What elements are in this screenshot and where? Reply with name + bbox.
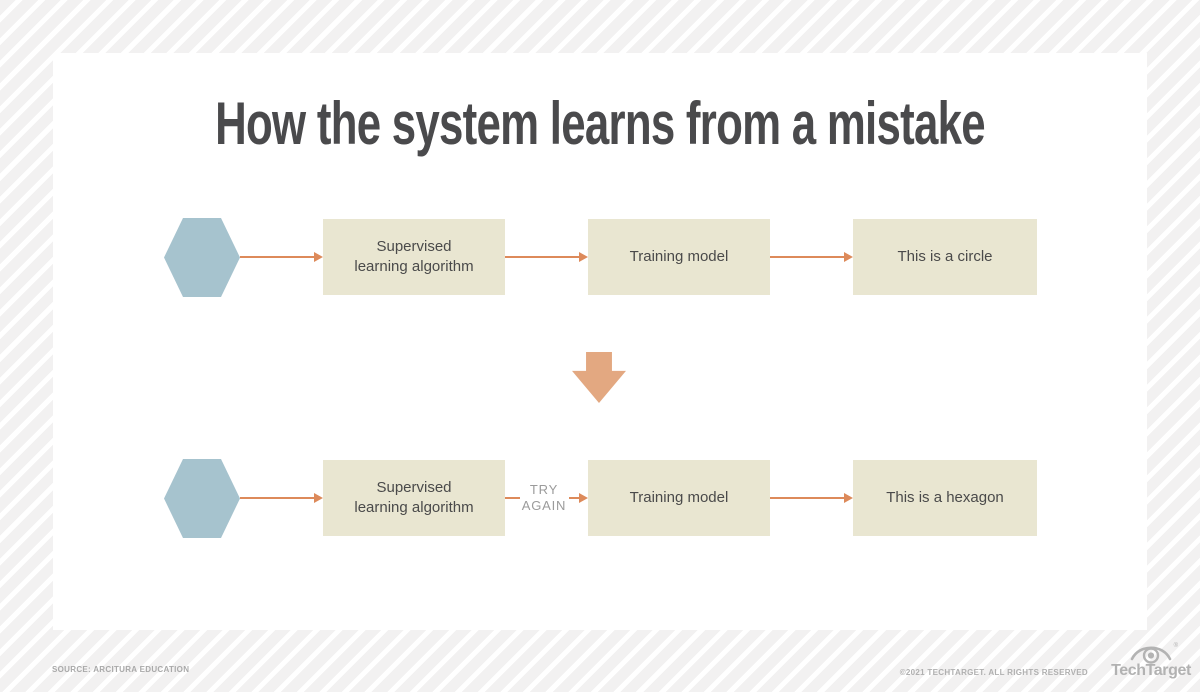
box-label-line: learning algorithm xyxy=(354,258,474,275)
flow-arrow xyxy=(240,256,314,258)
flow-arrow xyxy=(770,256,844,258)
retry-label-line: TRY xyxy=(529,482,559,497)
page-title: How the system learns from a mistake xyxy=(215,90,985,157)
flow-arrow xyxy=(505,256,579,258)
box-label-line: learning algorithm xyxy=(354,499,474,516)
box-label-line: Training model xyxy=(629,248,729,265)
source-credit: SOURCE: ARCITURA EDUCATION xyxy=(52,665,190,674)
hexagon-input-icon xyxy=(164,218,240,297)
box-label-line: This is a circle xyxy=(897,248,993,265)
flow-arrow xyxy=(770,497,844,499)
box-result-circle: This is a circle xyxy=(853,219,1037,295)
box-training-model-2: Training model xyxy=(588,460,770,536)
box-label-line: Training model xyxy=(629,489,729,506)
retry-label: TRY AGAIN xyxy=(513,482,575,514)
box-label-line: Supervised xyxy=(376,238,452,255)
box-label-line: Supervised xyxy=(376,479,452,496)
techtarget-logo: ® TechTarget xyxy=(1108,641,1194,679)
flow-arrow xyxy=(240,497,314,499)
flow-line xyxy=(505,497,520,499)
eye-icon xyxy=(1130,646,1172,664)
registered-mark: ® xyxy=(1173,643,1178,649)
hexagon-input-icon xyxy=(164,459,240,538)
box-result-hexagon: This is a hexagon xyxy=(853,460,1037,536)
box-training-model-1: Training model xyxy=(588,219,770,295)
brand-name: TechTarget xyxy=(1111,662,1191,679)
box-supervised-learning-2: Supervised learning algorithm xyxy=(323,460,505,536)
retry-label-line: AGAIN xyxy=(521,498,567,513)
flow-arrow xyxy=(569,497,579,499)
box-supervised-learning-1: Supervised learning algorithm xyxy=(323,219,505,295)
box-label-line: This is a hexagon xyxy=(886,489,1004,506)
copyright-notice: ©2021 TECHTARGET. ALL RIGHTS RESERVED xyxy=(899,668,1088,677)
